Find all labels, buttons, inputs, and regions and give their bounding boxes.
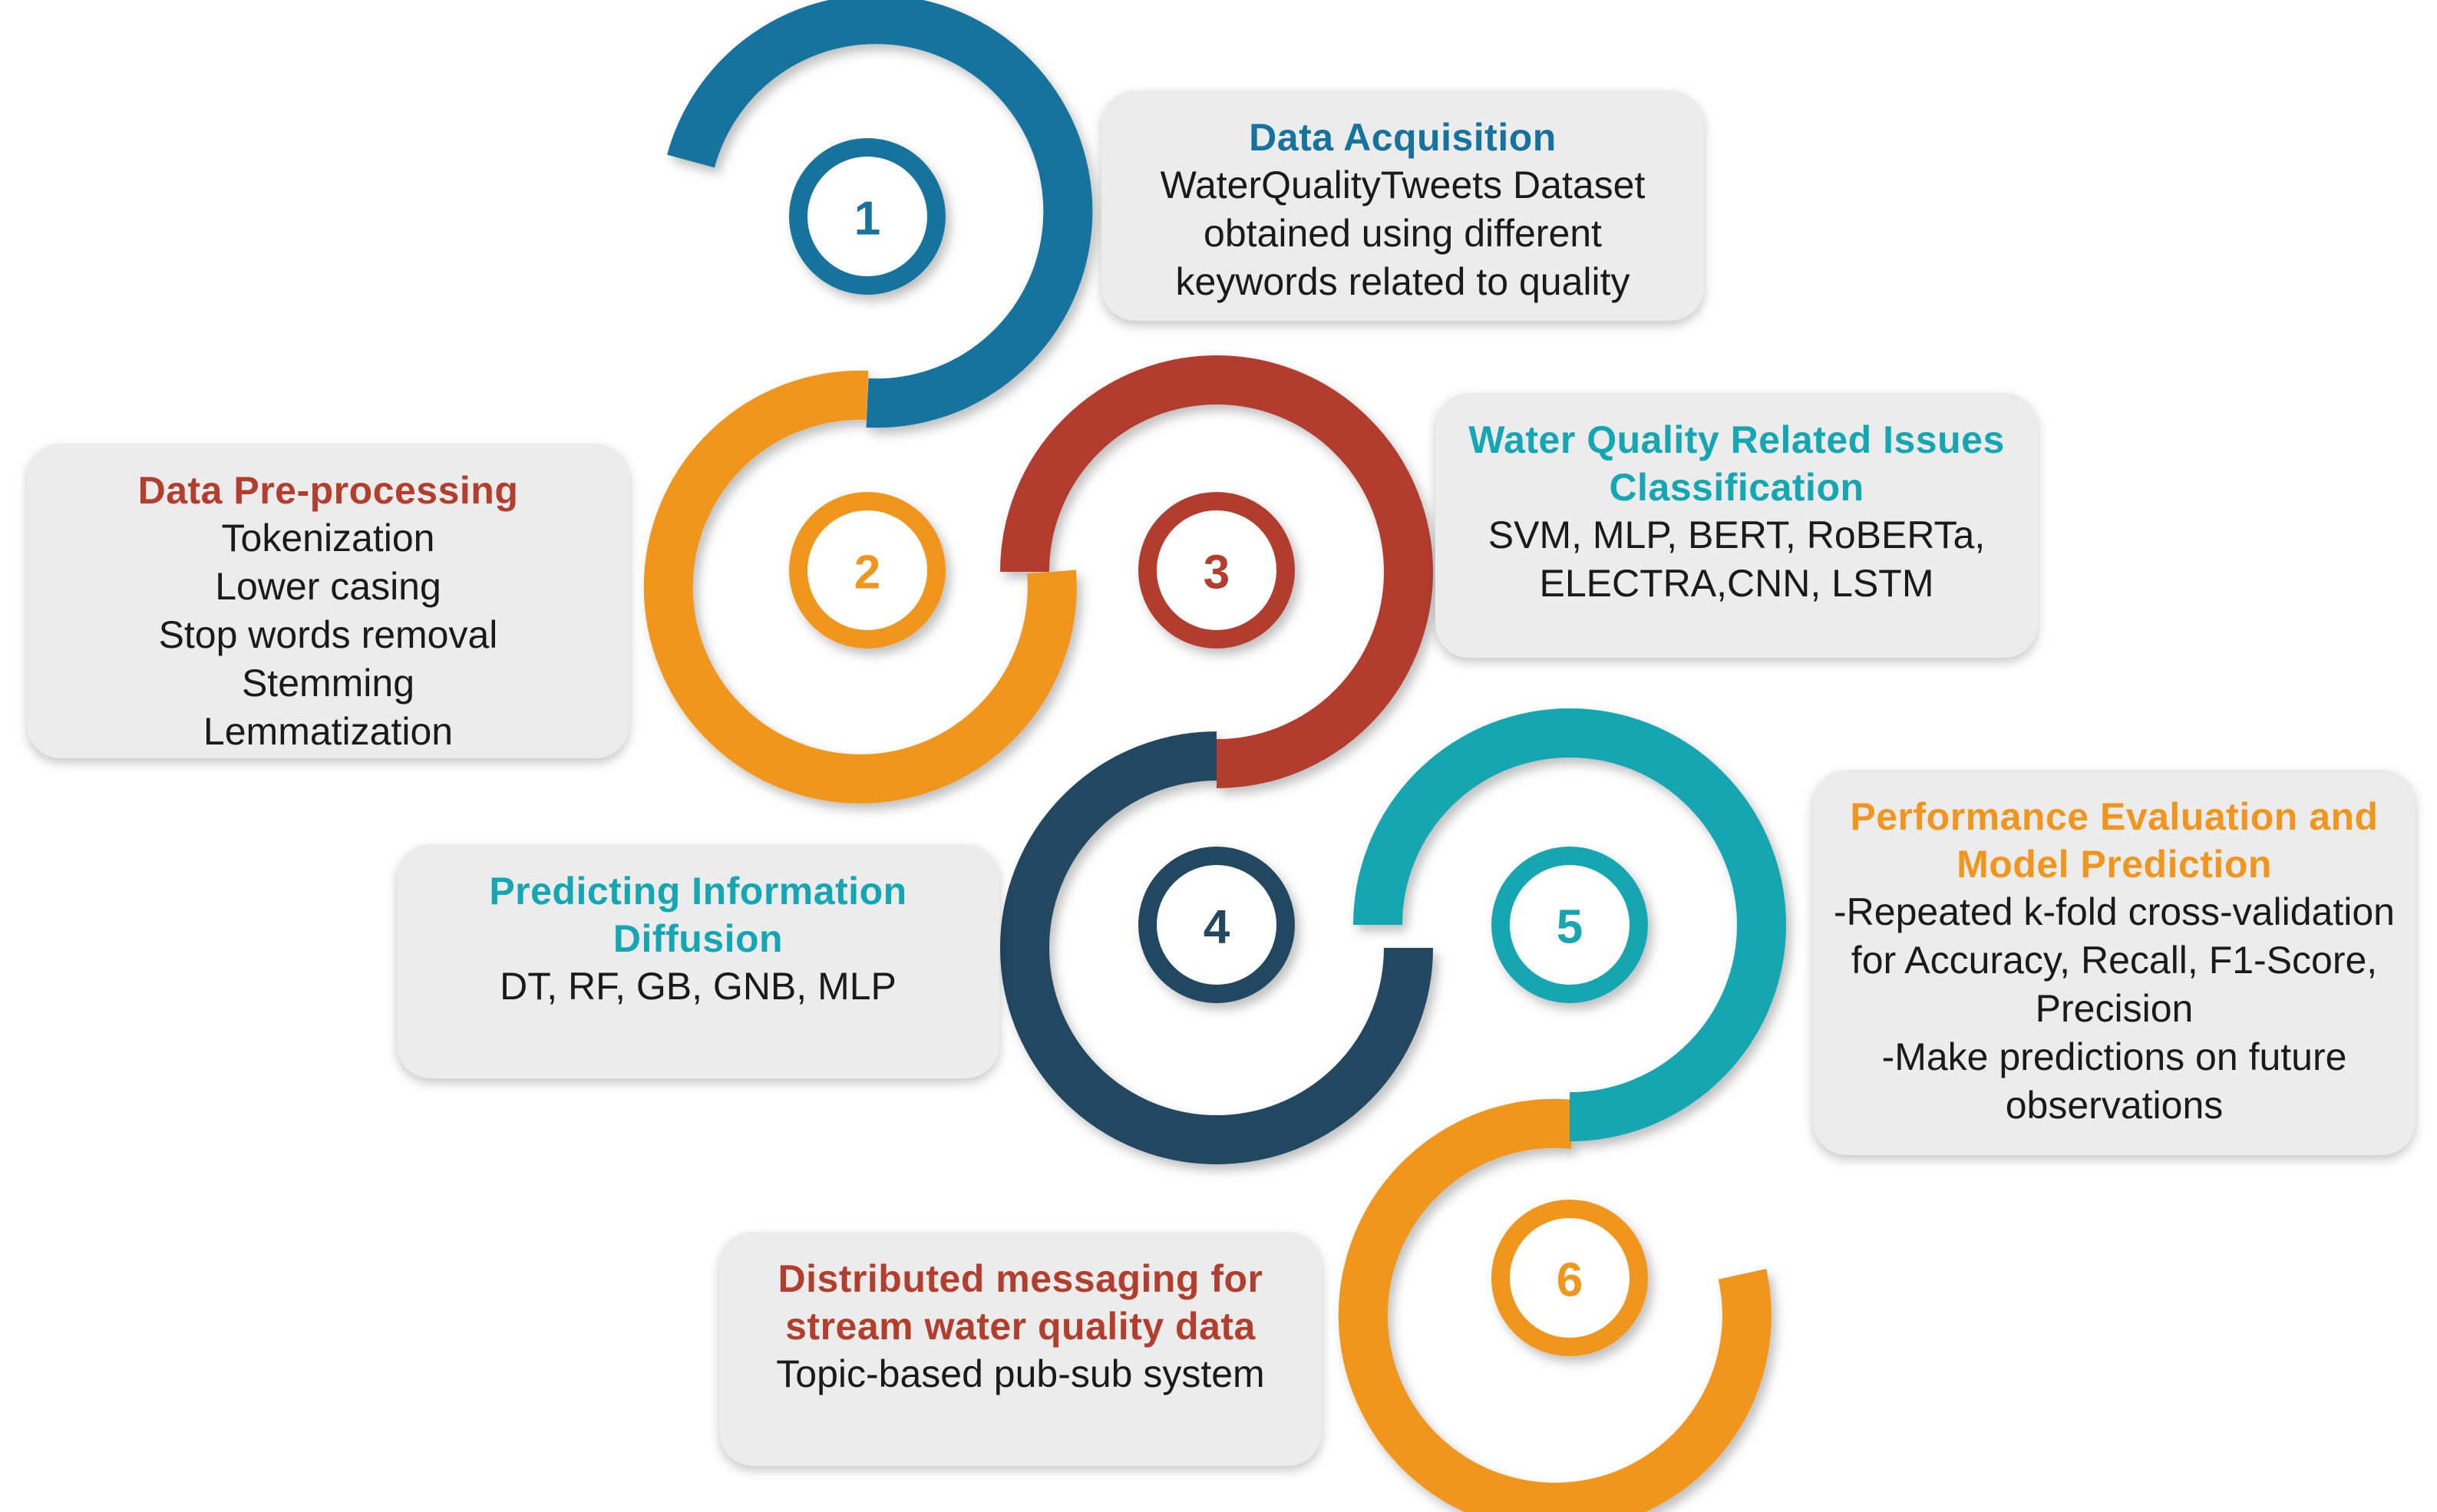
step-2-line: Stop words removal bbox=[158, 613, 498, 656]
arc-step-2 bbox=[643, 370, 1077, 804]
step-2-title: Data Pre-processing bbox=[137, 469, 519, 512]
step-5-line: for Accuracy, Recall, F1-Score, bbox=[1851, 939, 2378, 982]
step-5-title-line: Model Prediction bbox=[1957, 843, 2272, 886]
step-1-box: Data Acquisition WaterQualityTweets Data… bbox=[1101, 91, 1704, 321]
step-5-line: observations bbox=[2005, 1084, 2224, 1127]
step-number-3: 3 bbox=[1204, 546, 1230, 599]
arc-step-5 bbox=[1353, 708, 1786, 1141]
ring-step-4 bbox=[1138, 847, 1295, 1003]
arc-step-3 bbox=[1000, 355, 1433, 788]
step-3-line: ELECTRA,CNN, LSTM bbox=[1539, 562, 1934, 605]
step-1-line: obtained using different bbox=[1204, 212, 1602, 255]
step-number-1: 1 bbox=[854, 193, 880, 246]
ring-step-5 bbox=[1491, 847, 1648, 1003]
step-5-line: -Make predictions on future bbox=[1881, 1035, 2347, 1078]
step-6-title-line: Distributed messaging for bbox=[778, 1257, 1263, 1300]
step-5-title-line: Performance Evaluation and bbox=[1850, 795, 2379, 838]
step-2-line: Tokenization bbox=[221, 517, 435, 560]
ring-step-1 bbox=[789, 138, 946, 295]
step-3-title-line: Water Quality Related Issues bbox=[1468, 418, 2005, 461]
step-5-line: Precision bbox=[2035, 987, 2194, 1030]
step-number-6: 6 bbox=[1557, 1254, 1583, 1307]
step-3-box: Water Quality Related Issues Classificat… bbox=[1435, 393, 2038, 658]
arc-step-4 bbox=[1000, 731, 1433, 1164]
step-4-box: Predicting Information Diffusion DT, RF,… bbox=[397, 844, 999, 1078]
step-number-4: 4 bbox=[1204, 901, 1230, 954]
step-4-title-line: Diffusion bbox=[613, 917, 784, 960]
step-1-line: keywords related to quality bbox=[1175, 260, 1630, 303]
arc-step-1 bbox=[667, 0, 1093, 428]
arc-step-6 bbox=[1338, 1098, 1772, 1512]
step-3-line: SVM, MLP, BERT, RoBERTa, bbox=[1488, 513, 1986, 556]
step-4-title-line: Predicting Information bbox=[489, 870, 907, 913]
step-number-5: 5 bbox=[1557, 901, 1583, 954]
step-1-line: WaterQualityTweets Dataset bbox=[1160, 163, 1646, 206]
ring-step-3 bbox=[1138, 492, 1295, 649]
step-5-box: Performance Evaluation and Model Predict… bbox=[1813, 770, 2416, 1155]
step-1-title: Data Acquisition bbox=[1249, 116, 1557, 159]
step-6-box: Distributed messaging for stream water q… bbox=[719, 1232, 1322, 1466]
step-2-box: Data Pre-processing Tokenization Lower c… bbox=[27, 444, 629, 758]
step-2-line: Lower casing bbox=[215, 565, 441, 608]
step-2-line: Lemmatization bbox=[203, 710, 454, 753]
step-5-line: -Repeated k-fold cross-validation bbox=[1834, 890, 2395, 933]
step-2-line: Stemming bbox=[241, 662, 415, 705]
step-6-line: Topic-based pub-sub system bbox=[776, 1352, 1265, 1395]
ring-step-6 bbox=[1491, 1200, 1648, 1356]
step-6-title-line: stream water quality data bbox=[785, 1305, 1256, 1348]
ring-step-2 bbox=[789, 492, 946, 649]
step-3-title-line: Classification bbox=[1609, 466, 1864, 509]
step-4-line: DT, RF, GB, GNB, MLP bbox=[500, 965, 897, 1008]
step-number-2: 2 bbox=[854, 546, 880, 599]
